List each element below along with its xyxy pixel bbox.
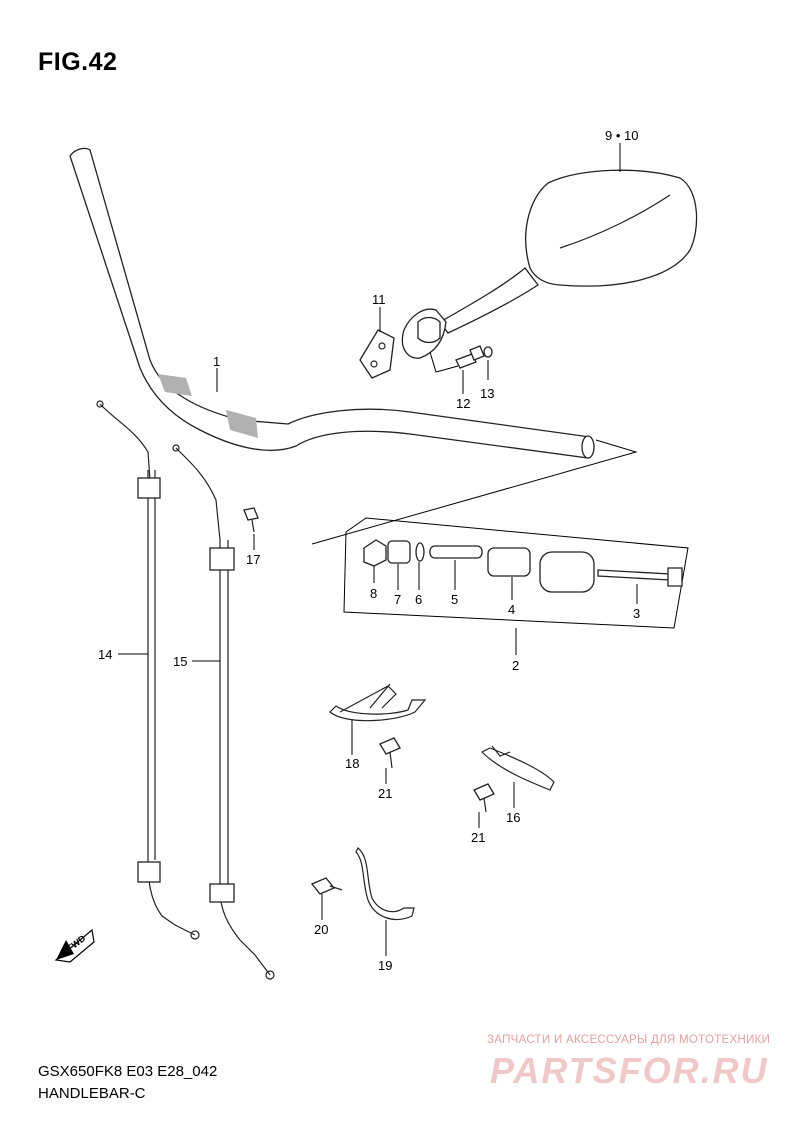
callout-21b: 21 [471, 830, 485, 845]
bolt-21a-part [379, 737, 401, 769]
clamp-18-part [329, 683, 427, 722]
callout-1: 1 [213, 354, 220, 369]
bolt-21b-part [473, 783, 495, 813]
callout-3: 3 [633, 606, 640, 621]
clip-19-part [355, 847, 415, 921]
screw-part [455, 345, 485, 369]
clamp-16-part [480, 745, 555, 791]
watermark-logo: PARTSFOR.RU [490, 1050, 769, 1091]
callout-13: 13 [480, 386, 494, 401]
callout-7: 7 [394, 592, 401, 607]
mirror-part [401, 169, 698, 359]
weight-nut-part [363, 539, 387, 567]
model-code-label: GSX650FK8 E03 E28_042 [38, 1063, 218, 1080]
callout-9-10: 9 • 10 [605, 128, 638, 143]
screw-17-part [243, 507, 259, 533]
throttle-cable-2-part [172, 444, 275, 980]
explode-guide-line [311, 439, 638, 545]
callout-19: 19 [378, 958, 392, 973]
rubber-collar-part [429, 545, 483, 559]
watermark-tagline: ЗАПЧАСТИ И АКСЕССУАРЫ ДЛЯ МОТОТЕХНИКИ [487, 1034, 771, 1046]
callout-15: 15 [173, 654, 187, 669]
long-screw-part [597, 567, 683, 587]
callout-16: 16 [506, 810, 520, 825]
throttle-cable-1-part [96, 400, 200, 940]
callout-8: 8 [370, 586, 377, 601]
handlebar-part [69, 147, 595, 459]
explode-guide-line [429, 351, 459, 373]
callout-21a: 21 [378, 786, 392, 801]
callout-6: 6 [415, 592, 422, 607]
callout-14: 14 [98, 647, 112, 662]
callout-11: 11 [372, 292, 386, 307]
figure-title: FIG.42 [38, 48, 118, 76]
callout-18: 18 [345, 756, 359, 771]
callout-20: 20 [314, 922, 328, 937]
fwd-arrow-icon: FWD [54, 928, 95, 963]
balancer-weight-part [539, 551, 595, 593]
page-name-label: HANDLEBAR-C [38, 1085, 146, 1102]
callout-4: 4 [508, 602, 515, 617]
callout-17: 17 [246, 552, 260, 567]
bolt-20-part [310, 877, 343, 895]
spacer-part [387, 540, 411, 564]
callout-12: 12 [456, 396, 470, 411]
callout-5: 5 [451, 592, 458, 607]
inner-weight-part [487, 547, 531, 577]
callout-2: 2 [512, 658, 519, 673]
washer-part [483, 346, 493, 358]
assembly-frame [343, 517, 689, 629]
mirror-bracket-part [359, 329, 395, 379]
o-ring-part [415, 542, 425, 562]
